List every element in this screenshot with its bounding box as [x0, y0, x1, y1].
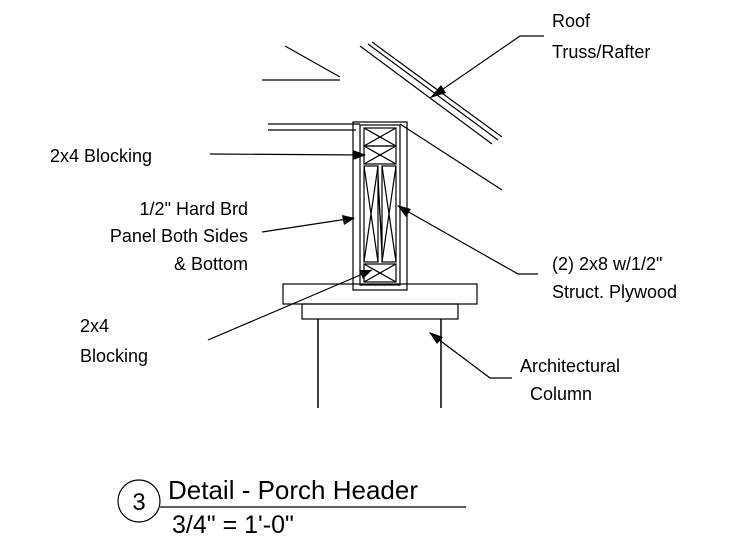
column-cap: [282, 283, 478, 320]
hardbrd-label-line1: 1/2" Hard Brd: [140, 199, 248, 219]
detail-number: 3: [132, 489, 145, 516]
blocking-top-label: 2x4 Blocking: [50, 146, 152, 166]
blocking-bottom-label-line2: Blocking: [80, 346, 148, 366]
leader-arrowheads: [342, 85, 446, 344]
soffit-lines: [268, 123, 503, 191]
blocking-bottom-label-line1: 2x4: [80, 316, 109, 336]
header-label-line1: (2) 2x8 w/1/2": [552, 254, 662, 274]
detail-title: Detail - Porch Header: [168, 475, 418, 505]
roof-rafter: [262, 41, 503, 145]
title-block: 3 Detail - Porch Header 3/4" = 1'-0": [117, 475, 466, 539]
detail-scale: 3/4" = 1'-0": [172, 511, 294, 539]
hardbrd-label-line3: & Bottom: [174, 254, 248, 274]
leader-lines: [207, 35, 544, 379]
roof-label-line1: Roof: [552, 11, 591, 31]
column-label-line2: Column: [530, 384, 592, 404]
hardbrd-label-line2: Panel Both Sides: [110, 226, 248, 246]
architectural-column: [317, 319, 442, 408]
column-label-line1: Architectural: [520, 356, 620, 376]
roof-label-line2: Truss/Rafter: [552, 42, 650, 62]
detail-number-circle: [117, 479, 161, 523]
header-label-line2: Struct. Plywood: [552, 282, 677, 302]
